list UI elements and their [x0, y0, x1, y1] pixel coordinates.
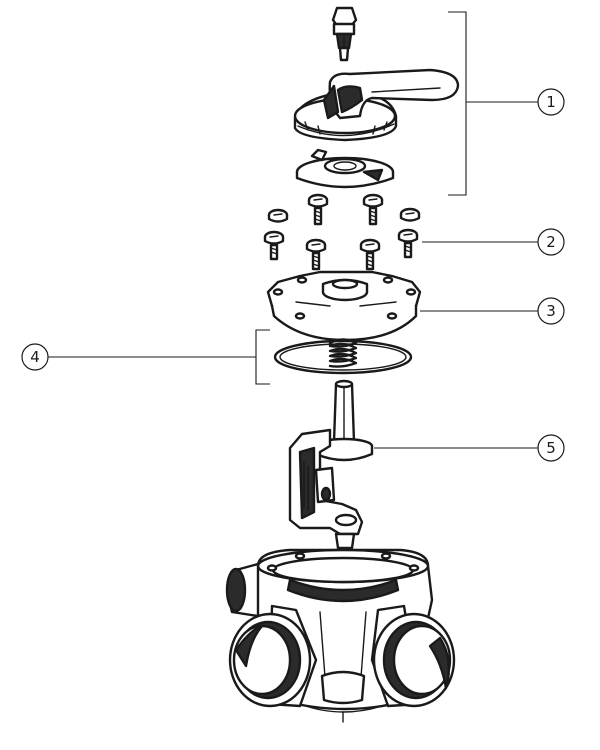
screw-3 [362, 193, 384, 226]
valve-body [225, 548, 456, 723]
screw-4 [399, 207, 421, 222]
screw-2 [307, 193, 329, 226]
callout-3-label: 3 [546, 302, 556, 320]
callout-3: 3 [537, 297, 565, 325]
port-right [370, 604, 456, 708]
rotor-disc [295, 148, 395, 189]
bracket-part-1 [448, 11, 467, 196]
stem-assembly [288, 379, 374, 550]
callout-2: 2 [537, 228, 565, 256]
knob-pin [331, 6, 358, 62]
screw-6 [305, 238, 327, 271]
callout-4-label: 4 [30, 348, 40, 366]
callout-4: 4 [21, 343, 49, 371]
screw-8 [397, 228, 419, 259]
callout-1-label: 1 [546, 93, 556, 111]
screw-1 [267, 208, 289, 223]
screws [263, 193, 421, 271]
bracket-part-4 [255, 329, 270, 385]
callout-2-label: 2 [546, 233, 556, 251]
valve-cover [266, 270, 422, 342]
screw-7 [359, 238, 381, 271]
callout-5: 5 [537, 434, 565, 462]
callout-1: 1 [537, 88, 565, 116]
valve-handle [293, 68, 460, 142]
spring [328, 338, 358, 368]
callout-5-label: 5 [546, 439, 556, 457]
port-left [228, 604, 318, 708]
screw-5 [263, 230, 285, 261]
